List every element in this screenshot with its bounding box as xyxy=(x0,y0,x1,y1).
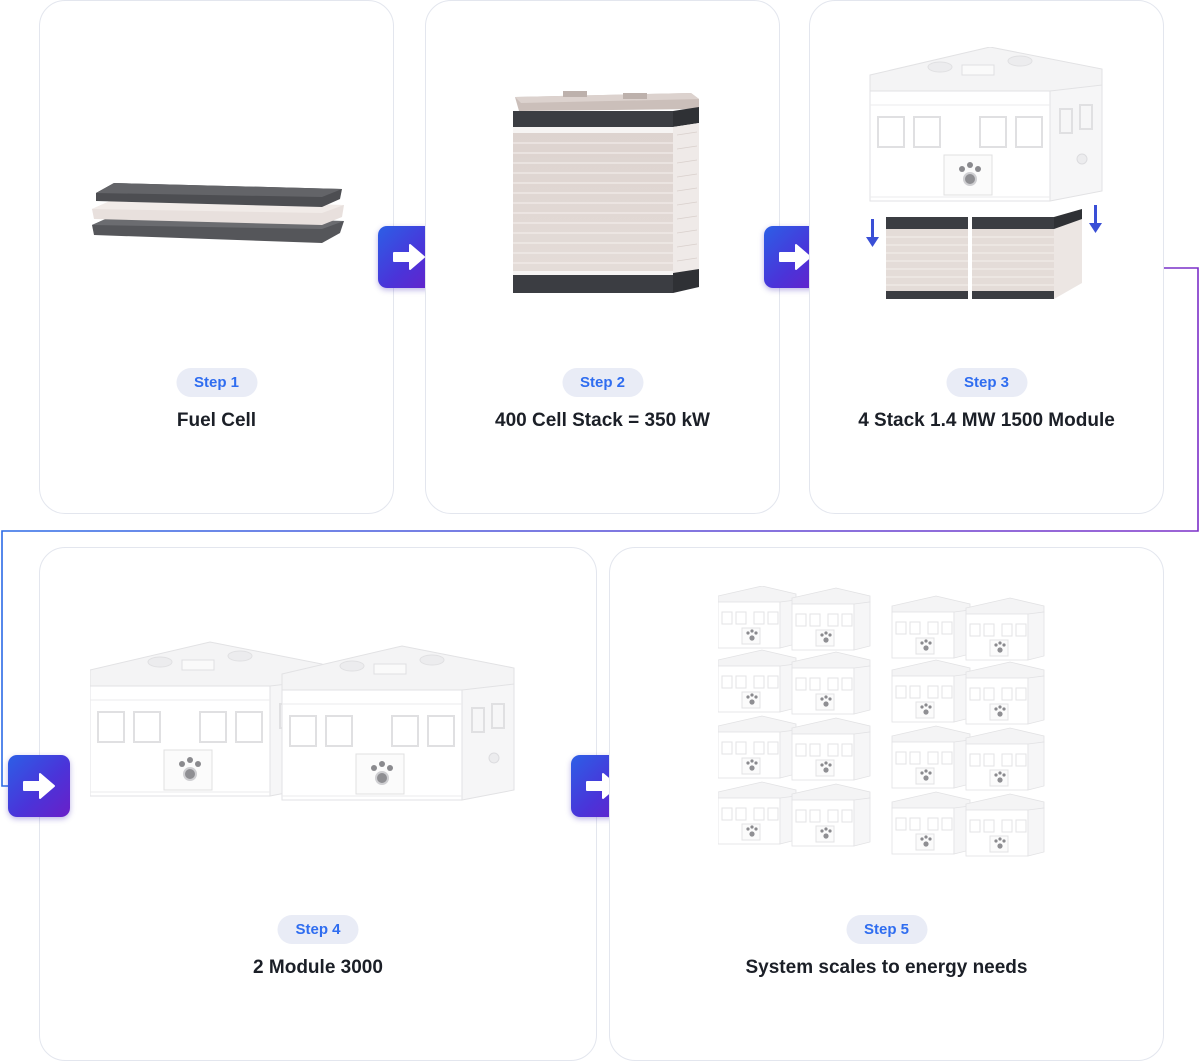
arrow-down-icon xyxy=(866,219,879,247)
step-3-card: Step 3 4 Stack 1.4 MW 1500 Module xyxy=(809,0,1164,514)
step-label: Step 1 xyxy=(175,368,258,397)
next-step-button[interactable] xyxy=(8,755,70,817)
step-title: 4 Stack 1.4 MW 1500 Module xyxy=(858,410,1115,431)
step-title: System scales to energy needs xyxy=(745,957,1028,978)
step-5-card: Step 5 System scales to energy needs xyxy=(609,547,1164,1061)
step-title: Fuel Cell xyxy=(176,410,257,431)
cell-stack-illustration xyxy=(513,91,699,293)
step-title: 400 Cell Stack = 350 kW xyxy=(495,410,710,431)
arrow-right-icon xyxy=(779,244,811,270)
arrow-right-icon xyxy=(393,244,425,270)
arrow-right-icon xyxy=(23,773,55,799)
module-grid-illustration xyxy=(718,586,1045,857)
arrow-down-icon xyxy=(1089,205,1102,233)
step-label: Step 5 xyxy=(845,915,928,944)
fuel-cell-illustration xyxy=(92,183,344,243)
step-2-card: Step 2 400 Cell Stack = 350 kW xyxy=(425,0,780,514)
step-label: Step 4 xyxy=(277,915,359,944)
step-1-card: Step 1 Fuel Cell xyxy=(39,0,394,514)
two-modules-illustration xyxy=(90,641,515,801)
step-label: Step 3 xyxy=(945,368,1028,397)
step-label: Step 2 xyxy=(561,368,644,397)
module-with-stacks-illustration xyxy=(866,47,1103,299)
step-4-card: Step 4 2 Module 3000 xyxy=(39,547,597,1061)
step-title: 2 Module 3000 xyxy=(253,957,383,978)
